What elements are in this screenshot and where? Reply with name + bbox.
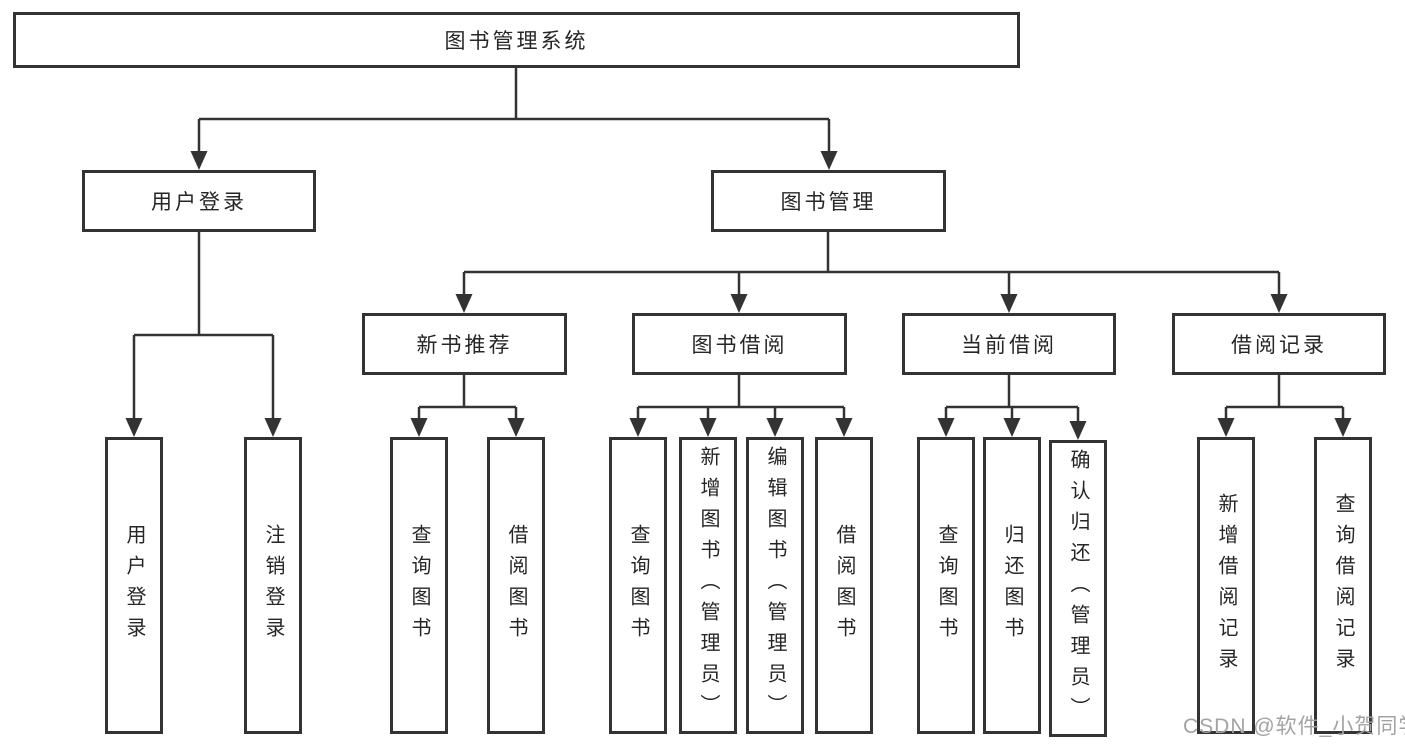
node-current-borrow: 当前借阅: [902, 313, 1116, 375]
leaf-query-books-borrow: 查询图书: [609, 437, 667, 734]
node-book-borrow: 图书借阅: [632, 313, 847, 375]
leaf-query-books-recommend: 查询图书: [390, 437, 448, 734]
leaf-return-books: 归还图书: [983, 437, 1041, 734]
node-borrow-records: 借阅记录: [1172, 313, 1386, 375]
leaf-borrow-books-recommend: 借阅图书: [487, 437, 545, 734]
connector-current-borrow-to-leaves: [937, 375, 1087, 440]
leaf-borrow-books: 借阅图书: [815, 437, 873, 734]
connector-root-to-level2: [190, 68, 838, 170]
leaf-confirm-return-admin: 确认归还（管理员）: [1049, 440, 1107, 737]
leaf-query-books-current: 查询图书: [917, 437, 975, 734]
leaf-logout-login: 注销登录: [244, 437, 302, 734]
leaf-edit-books-admin: 编辑图书（管理员）: [746, 437, 804, 734]
node-new-book-recommend: 新书推荐: [362, 313, 567, 375]
leaf-add-borrow-record: 新增借阅记录: [1197, 437, 1255, 734]
leaf-add-books-admin: 新增图书（管理员）: [679, 437, 737, 734]
leaf-query-borrow-record: 查询借阅记录: [1314, 437, 1372, 734]
connector-user-login-to-leaves: [125, 232, 282, 437]
node-user-login: 用户登录: [82, 170, 316, 232]
node-book-management: 图书管理: [711, 170, 946, 232]
node-library-management-system: 图书管理系统: [13, 12, 1020, 68]
connector-book-borrow-to-leaves: [629, 375, 853, 437]
connector-new-book-recommend-to-leaves: [410, 375, 525, 437]
csdn-watermark: CSDN @软件_小贺同学: [1183, 715, 1405, 738]
connector-borrow-records-to-leaves: [1217, 375, 1352, 437]
connector-book-management-to-level3: [455, 232, 1288, 313]
leaf-user-login: 用户登录: [105, 437, 163, 734]
